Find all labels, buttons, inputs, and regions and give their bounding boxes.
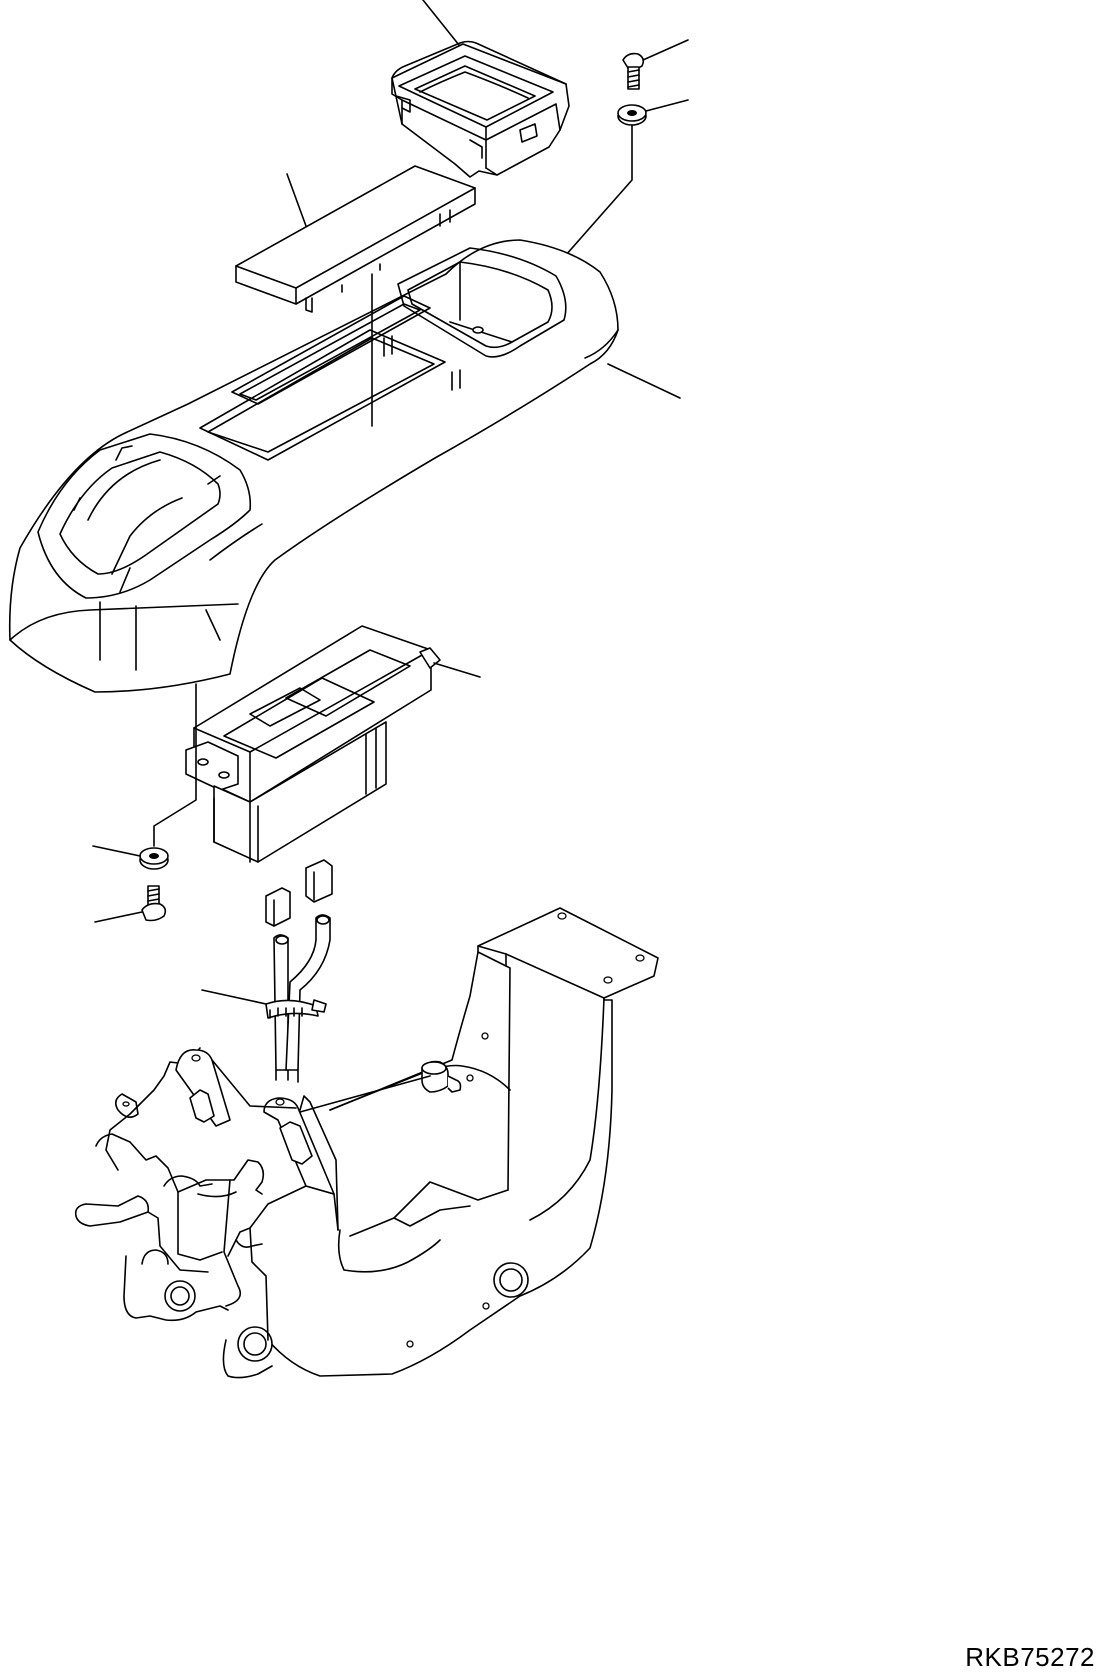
leader-harness-clamp [201,989,267,1005]
leader-storage-tray [422,0,460,46]
leader-bolt-lower [94,911,143,923]
leader-top-cover [286,173,307,227]
leader-washer-lower [92,845,141,857]
wire-harness-clamp [265,859,333,1083]
bolt-lower [141,885,167,922]
leader-washer [645,99,689,112]
washer [617,104,647,126]
console-bracket-frame [74,907,659,1379]
drawing-code: RKB75272 [965,1642,1095,1672]
washer-lower [139,847,169,870]
controller-unit [185,625,441,863]
top-cover-panel [235,165,476,313]
leader-controller [433,662,481,678]
leader-bolt-lower-install [153,683,197,847]
storage-tray [391,40,570,178]
leader-bracket-install [299,1075,431,1113]
leader-mounting-bolt [642,39,689,61]
leader-bolt-install [557,124,633,265]
console-box [8,239,619,693]
leader-console-box [607,363,681,399]
mounting-bolt [622,52,645,90]
